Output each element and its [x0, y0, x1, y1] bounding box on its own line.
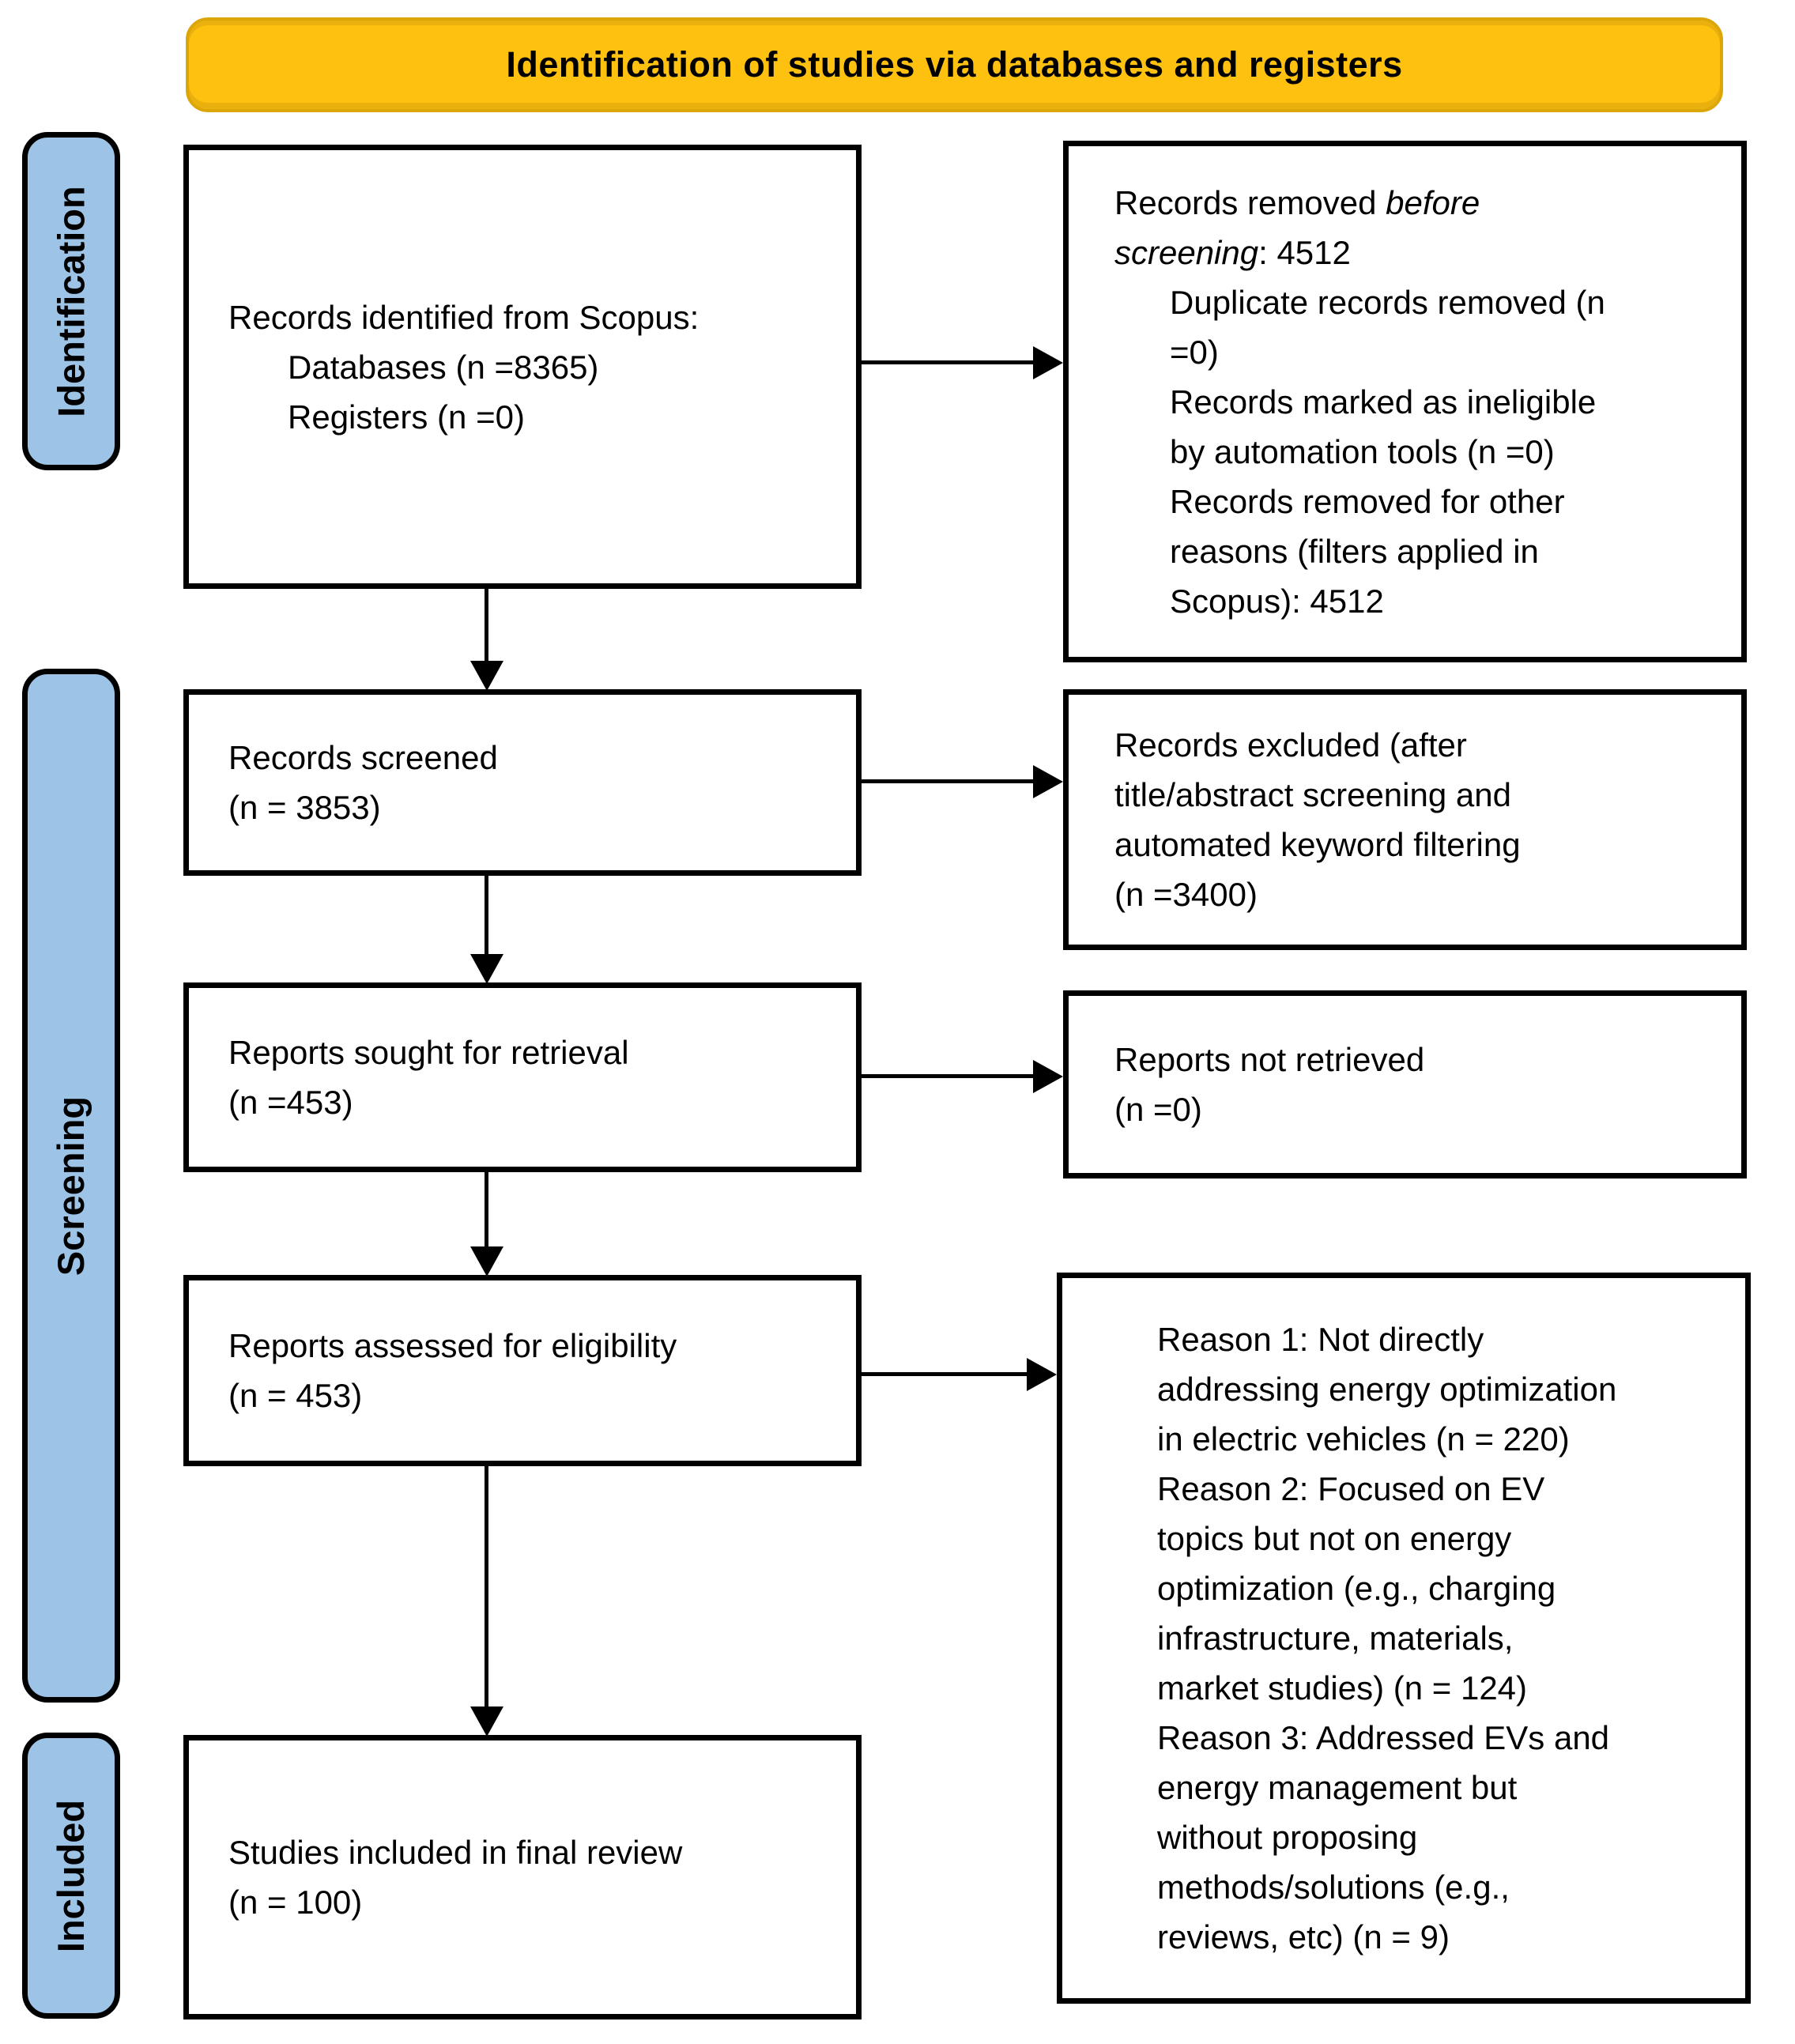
exclusion-reason-1: Reason 1: Not directly addressing energy… [1157, 1321, 1617, 1458]
exclusion-reason-2: Reason 2: Focused on EV topics but not o… [1157, 1470, 1556, 1706]
title-banner: Identification of studies via databases … [186, 17, 1723, 112]
records-excluded-text: Records excluded (after title/abstract s… [1114, 726, 1521, 913]
records-removed-duplicates: Duplicate records removed (n =0) [1170, 283, 1605, 371]
stage-label-included-text: Included [50, 1799, 92, 1952]
records-identified-registers: Registers (n =0) [288, 398, 525, 436]
records-removed-lead-tail: : 4512 [1258, 233, 1351, 271]
studies-included-box: Studies included in final review (n = 10… [183, 1735, 862, 2019]
reports-not-retrieved-count: (n =0) [1114, 1091, 1202, 1128]
records-identified-box: Records identified from Scopus: Database… [183, 145, 862, 589]
studies-included-count: (n = 100) [228, 1884, 363, 1921]
connector-assessed-to-included-arrowhead [470, 1706, 503, 1737]
reports-assessed-count: (n = 453) [228, 1377, 363, 1414]
connector-assessed-to-reasons-arrowhead [1027, 1358, 1057, 1391]
stage-label-identification: Identification [22, 132, 120, 470]
connector-screened-to-excluded-arrowhead [1033, 765, 1063, 798]
records-removed-box: Records removed before screening: 4512 D… [1063, 141, 1747, 662]
records-removed-automation: Records marked as ineligible by automati… [1170, 383, 1597, 470]
stage-label-screening-text: Screening [50, 1096, 92, 1276]
connector-identified-to-screened-arrowhead [470, 661, 503, 691]
records-excluded-box: Records excluded (after title/abstract s… [1063, 689, 1747, 950]
exclusion-reasons-box: Reason 1: Not directly addressing energy… [1057, 1273, 1751, 2004]
records-identified-databases: Databases (n =8365) [288, 348, 599, 386]
connector-screened-to-excluded-line [862, 779, 1035, 783]
reports-not-retrieved-box: Reports not retrieved (n =0) [1063, 990, 1747, 1179]
reports-not-retrieved-title: Reports not retrieved [1114, 1041, 1425, 1078]
connector-sought-to-not-retrieved-line [862, 1074, 1035, 1078]
connector-screened-to-sought-line [485, 876, 488, 956]
connector-screened-to-sought-arrowhead [470, 954, 503, 984]
reports-assessed-box: Reports assessed for eligibility (n = 45… [183, 1275, 862, 1466]
stage-label-included: Included [22, 1733, 120, 2019]
exclusion-reason-3: Reason 3: Addressed EVs and energy manag… [1157, 1719, 1610, 1955]
records-identified-heading: Records identified from Scopus: [228, 298, 700, 336]
stage-label-identification-text: Identification [50, 185, 92, 417]
records-screened-count: (n = 3853) [228, 789, 381, 826]
records-screened-title: Records screened [228, 739, 498, 776]
records-removed-lead-plain: Records removed [1114, 183, 1386, 221]
connector-sought-to-not-retrieved-arrowhead [1033, 1060, 1063, 1093]
records-removed-other: Records removed for other reasons (filte… [1170, 482, 1565, 620]
records-screened-box: Records screened (n = 3853) [183, 689, 862, 876]
connector-assessed-to-reasons-line [862, 1372, 1028, 1376]
connector-identified-to-removed-line [862, 360, 1035, 364]
reports-assessed-title: Reports assessed for eligibility [228, 1327, 677, 1364]
connector-sought-to-assessed-line [485, 1172, 488, 1248]
connector-assessed-to-included-line [485, 1466, 488, 1708]
studies-included-title: Studies included in final review [228, 1834, 683, 1871]
reports-sought-title: Reports sought for retrieval [228, 1034, 629, 1071]
connector-sought-to-assessed-arrowhead [470, 1246, 503, 1277]
reports-sought-box: Reports sought for retrieval (n =453) [183, 982, 862, 1172]
stage-label-screening: Screening [22, 669, 120, 1703]
diagram-title: Identification of studies via databases … [506, 44, 1403, 85]
records-removed-lead: Records removed before screening: 4512 [1114, 178, 1624, 277]
connector-identified-to-removed-arrowhead [1033, 346, 1063, 379]
reports-sought-count: (n =453) [228, 1084, 353, 1121]
connector-identified-to-screened-line [485, 589, 488, 664]
records-removed-lead-italic: before screening [1114, 183, 1480, 271]
